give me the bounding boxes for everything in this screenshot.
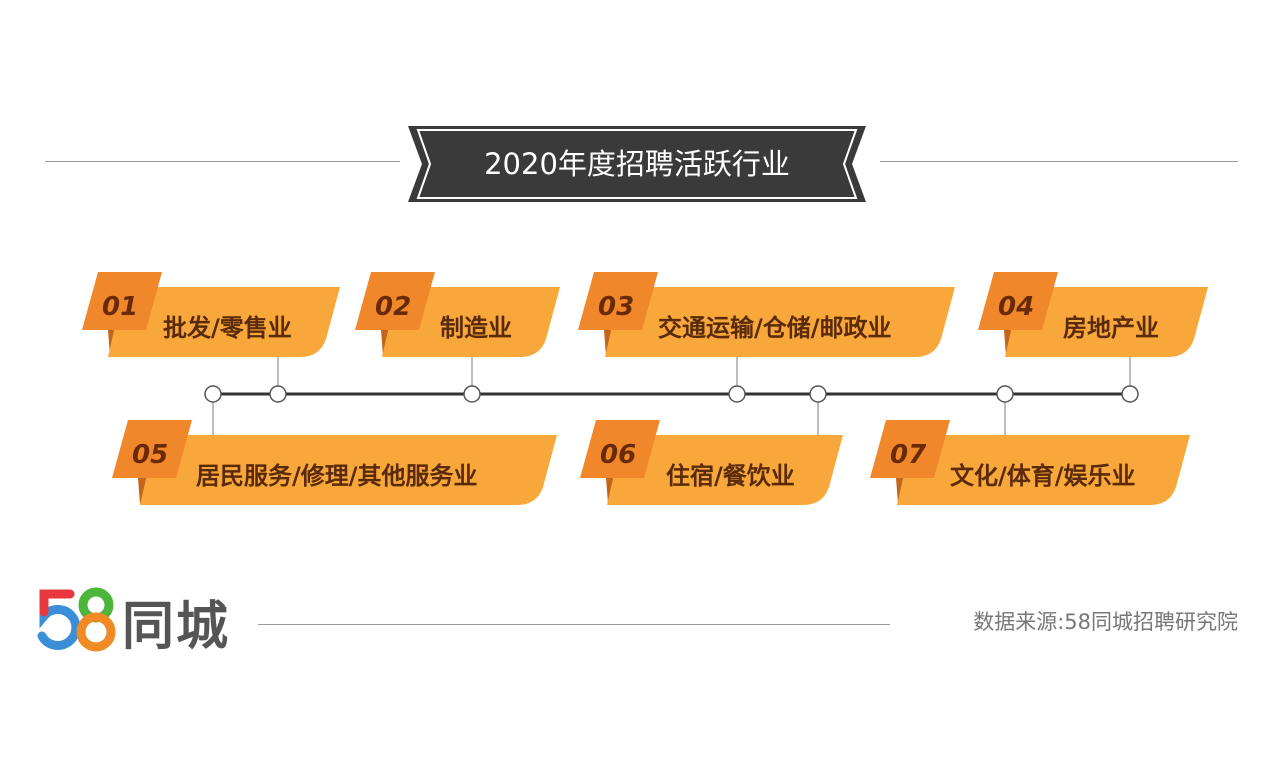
timeline-node xyxy=(463,385,481,403)
timeline-node xyxy=(996,385,1014,403)
industry-number: 05 xyxy=(132,440,169,470)
timeline-node xyxy=(204,385,222,403)
logo-58-icon xyxy=(37,587,116,652)
industry-number: 06 xyxy=(600,440,637,470)
industry-label: 住宿/餐饮业 xyxy=(666,462,795,490)
industry-number: 03 xyxy=(598,292,635,322)
title-rule-left xyxy=(45,161,400,162)
industry-number: 01 xyxy=(102,292,139,322)
title-banner xyxy=(408,126,866,202)
title-rule-right xyxy=(880,161,1238,162)
timeline-node xyxy=(269,385,287,403)
logo-name: 同城 xyxy=(122,597,231,657)
timeline-node xyxy=(809,385,827,403)
industry-label: 批发/零售业 xyxy=(163,314,292,342)
timeline-node xyxy=(728,385,746,403)
industry-number: 04 xyxy=(998,292,1035,322)
industry-label: 制造业 xyxy=(440,314,512,342)
industry-number: 02 xyxy=(375,292,412,322)
industry-label: 文化/体育/娱乐业 xyxy=(950,462,1136,490)
industry-number: 07 xyxy=(890,440,927,470)
industry-label: 房地产业 xyxy=(1063,314,1159,342)
industry-label: 交通运输/仓储/邮政业 xyxy=(658,314,892,342)
timeline-node xyxy=(1121,385,1139,403)
footer-rule xyxy=(258,624,890,625)
page-title: 2020年度招聘活跃行业 xyxy=(484,147,790,181)
data-source: 数据来源:58同城招聘研究院 xyxy=(973,610,1238,634)
industry-label: 居民服务/修理/其他服务业 xyxy=(196,462,478,490)
